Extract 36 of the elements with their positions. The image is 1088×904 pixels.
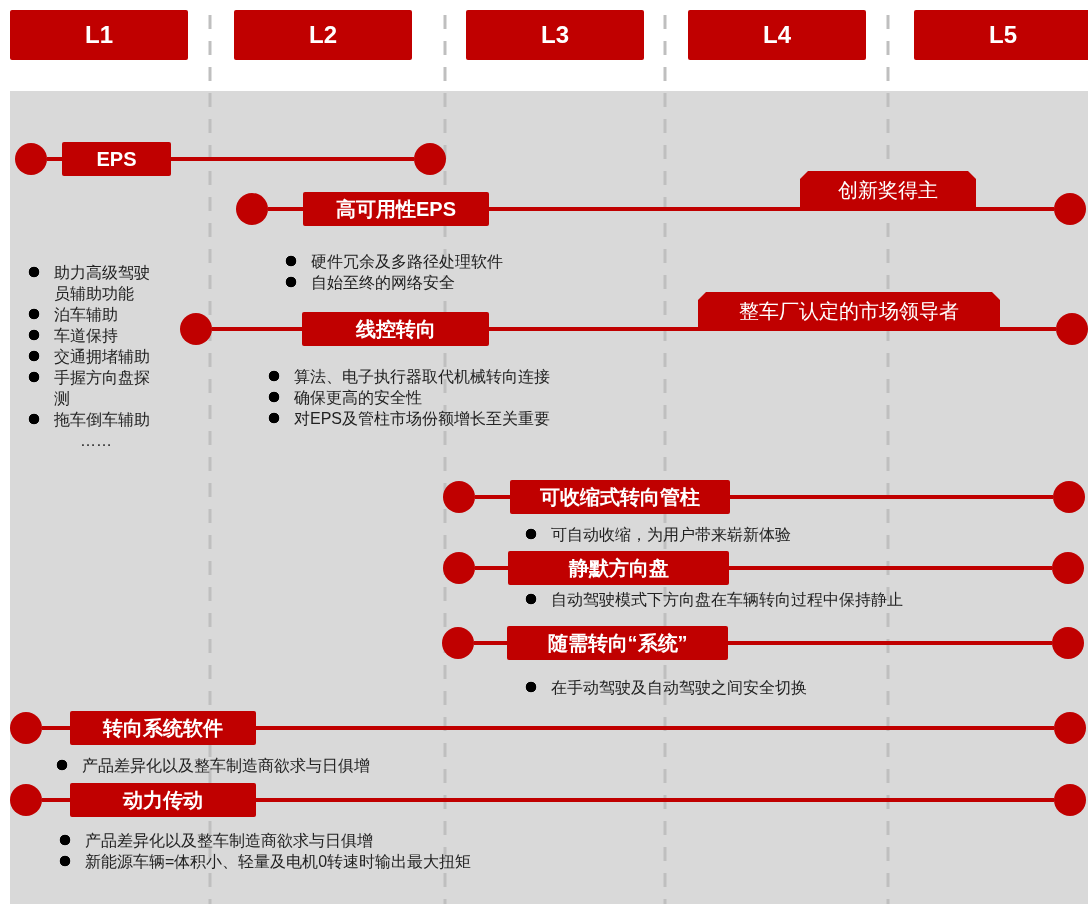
timeline-line — [730, 495, 1053, 499]
feature-label: 高可用性EPS — [303, 192, 489, 226]
award-tab: 创新奖得主 — [800, 171, 976, 209]
timeline-line — [489, 327, 1056, 331]
bullet-item: 助力高级驾驶员辅助功能 — [28, 262, 152, 304]
timeline-line — [728, 641, 1052, 645]
bullet-item: 拖车倒车辅助 — [28, 409, 152, 430]
feature-label: 静默方向盘 — [508, 551, 729, 585]
bullet-item: 手握方向盘探测 — [28, 367, 152, 409]
level-header: L1 — [10, 10, 188, 60]
feature-label: 转向系统软件 — [70, 711, 256, 745]
timeline-line — [729, 566, 1052, 570]
level-header: L3 — [466, 10, 644, 60]
timeline-line — [489, 207, 1054, 211]
timeline-line — [42, 798, 70, 802]
level-header: L4 — [688, 10, 866, 60]
timeline-line — [475, 495, 510, 499]
timeline-line — [47, 157, 62, 161]
feature-label: 可收缩式转向管柱 — [510, 480, 730, 514]
award-tab: 整车厂认定的市场领导者 — [698, 292, 1000, 330]
timeline-line — [475, 566, 508, 570]
timeline-line — [42, 726, 70, 730]
timeline-line — [212, 327, 302, 331]
feature-label: EPS — [62, 142, 171, 176]
level-header: L2 — [234, 10, 412, 60]
feature-label: 动力传动 — [70, 783, 256, 817]
feature-label: 随需转向“系统” — [507, 626, 728, 660]
ellipsis-text: …… — [80, 431, 112, 451]
feature-label: 线控转向 — [302, 312, 489, 346]
timeline-line — [256, 726, 1054, 730]
timeline-line — [474, 641, 507, 645]
timeline-line — [171, 157, 414, 161]
timeline-line — [256, 798, 1054, 802]
timeline-line — [268, 207, 303, 211]
bullet-item: 交通拥堵辅助 — [28, 346, 152, 367]
level-header: L5 — [914, 10, 1088, 60]
